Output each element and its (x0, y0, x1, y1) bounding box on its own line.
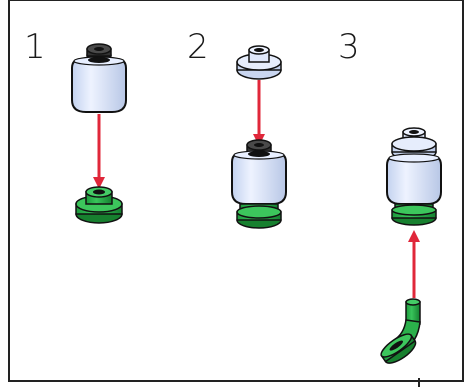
step-number-1: 1 (24, 27, 46, 67)
step-1-neck (75, 186, 123, 224)
step-2-hat (236, 45, 282, 80)
step-number-2: 2 (187, 27, 209, 67)
step-1-head (71, 43, 127, 113)
step-3-bent-neck (380, 298, 421, 364)
step-number-3: 3 (338, 27, 360, 67)
frame-corner-mark (418, 378, 420, 387)
step-3-assembly (386, 127, 442, 226)
diagram-frame (8, 0, 464, 382)
step-2-head-with-neck (231, 139, 287, 229)
